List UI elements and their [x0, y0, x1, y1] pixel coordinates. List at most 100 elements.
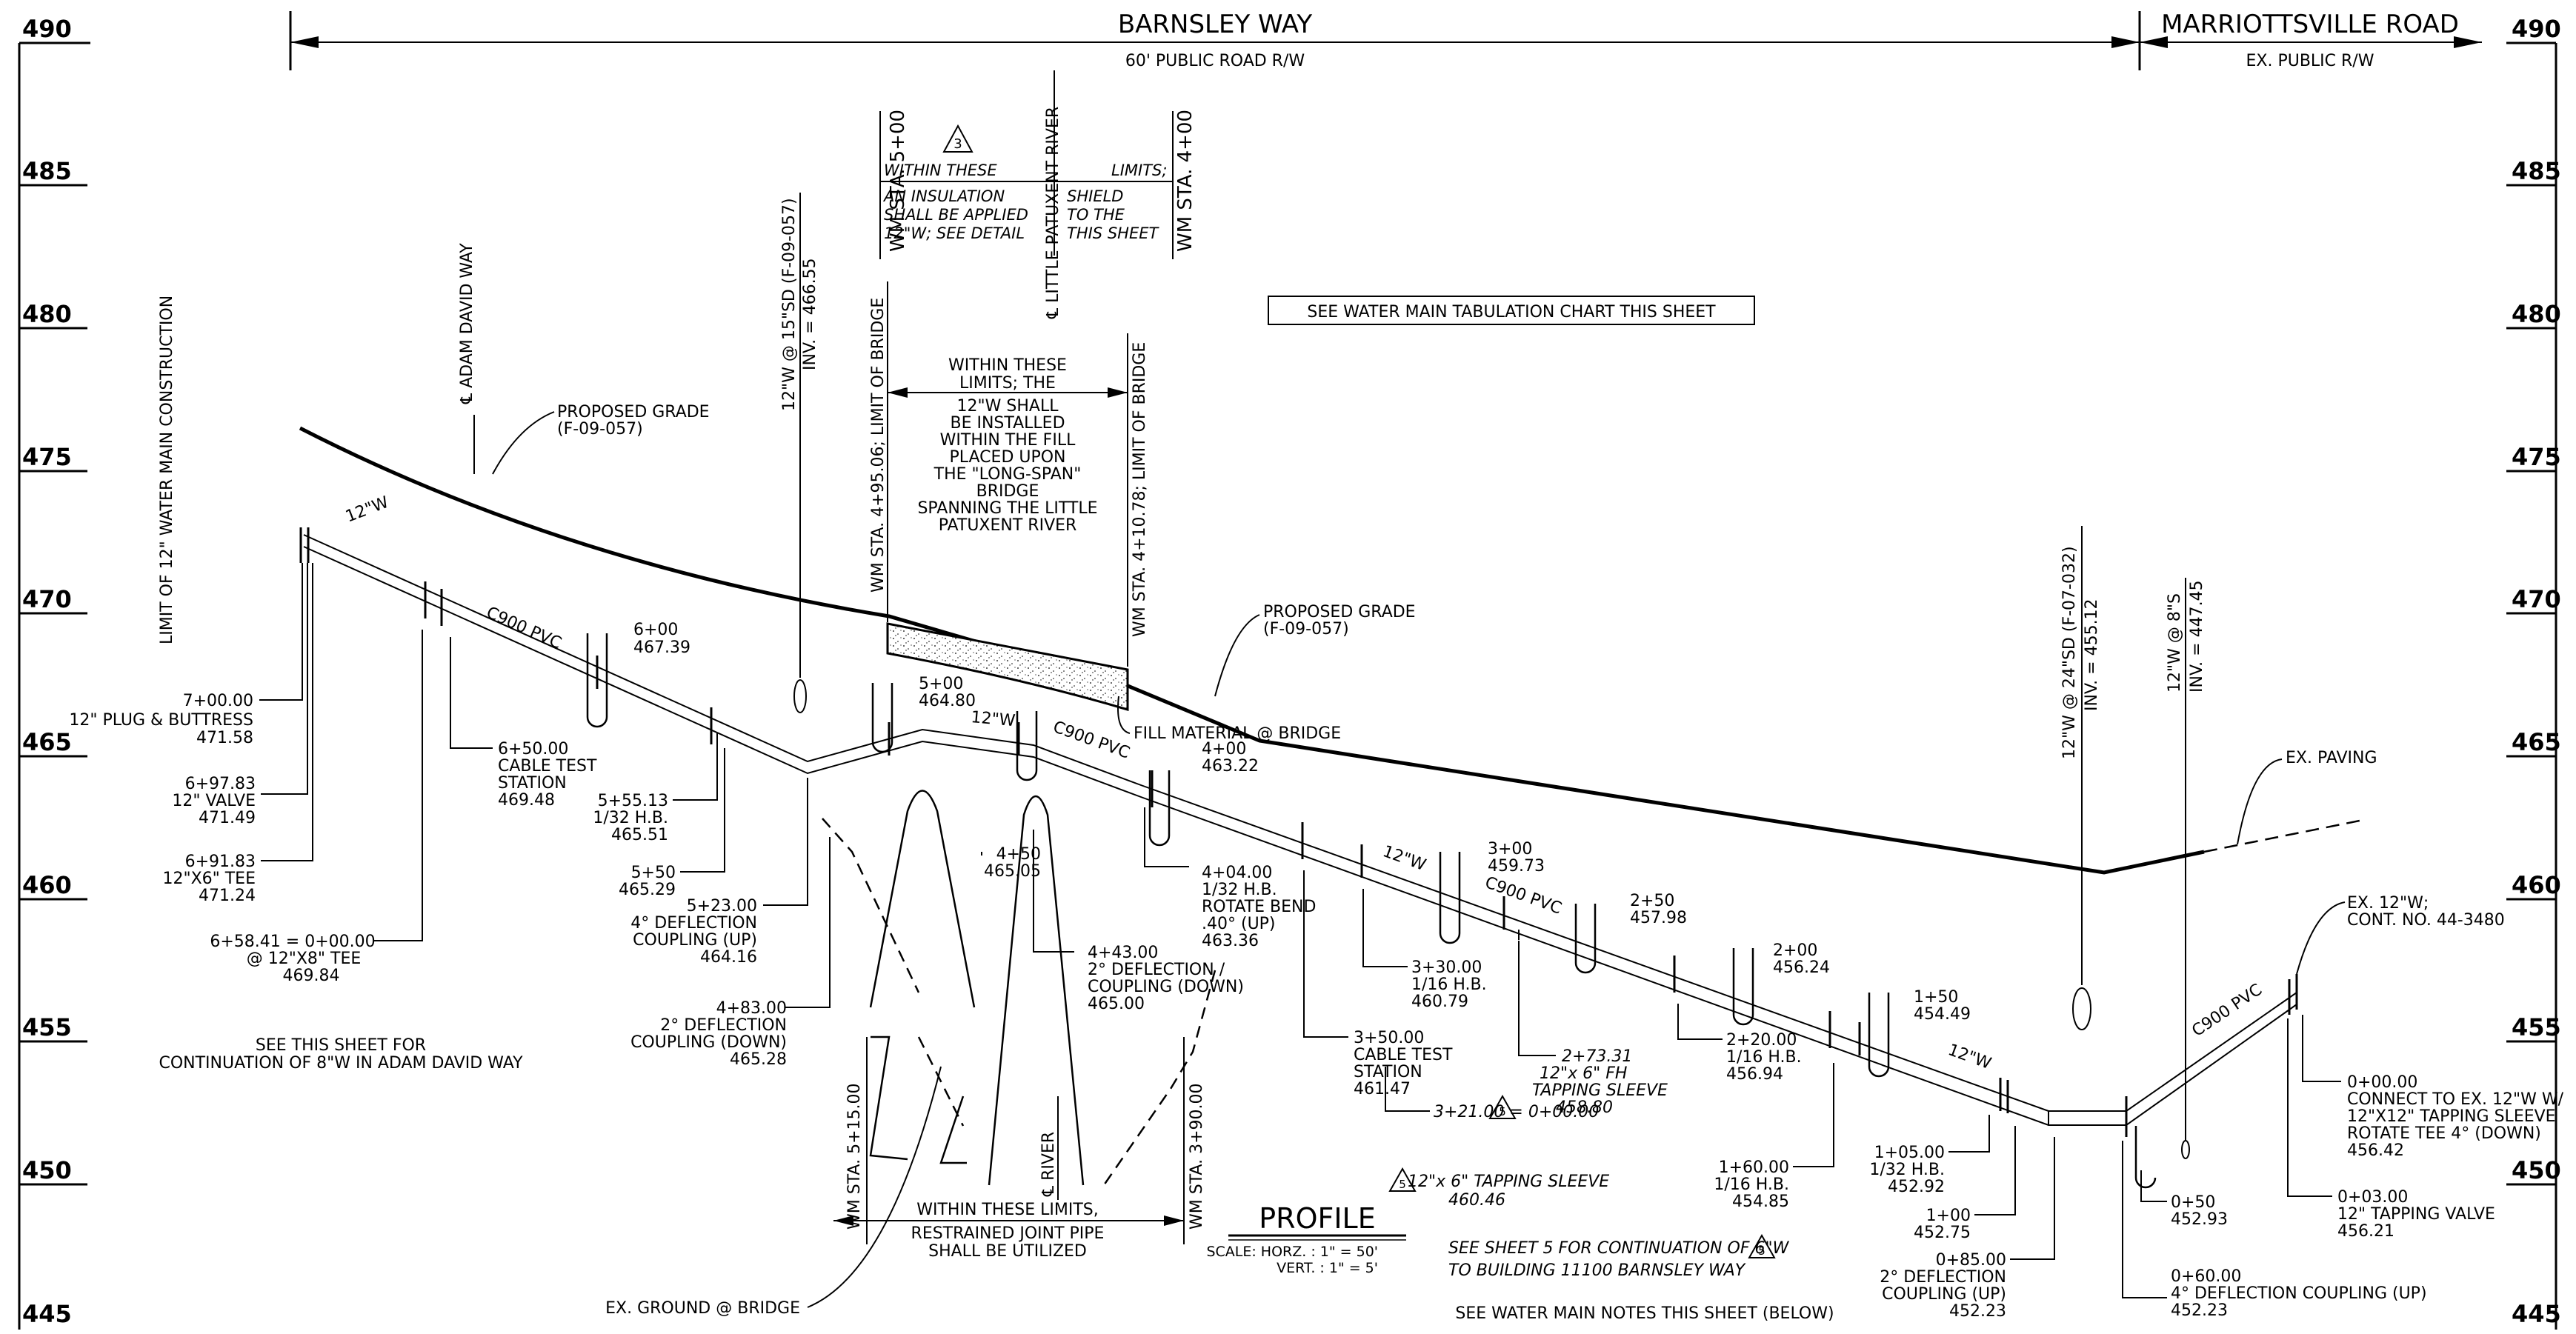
culvert-far-label: 12"W @ 8"S: [2166, 593, 2184, 693]
station-callouts: 7+00.00 12" PLUG & BUTTRESS 471.58 6+97.…: [69, 621, 2563, 1321]
station-loops: [586, 633, 2157, 1189]
loop-s150: [1868, 993, 1890, 1078]
station-text: 4° DEFLECTION: [630, 914, 757, 933]
wm-station-label: WM STA. 5+00: [887, 110, 909, 252]
culvert-right-label: 12"W @ 24"SD (F-07-032): [2060, 546, 2079, 759]
loop-s400: [1148, 770, 1171, 847]
note-line: LIMITS; THE: [959, 374, 1056, 393]
existing-ground-line: [822, 818, 1217, 1186]
station-text: 12"X6" TEE: [162, 870, 256, 888]
station-text: 1+50: [1914, 988, 1958, 1007]
station-text: 1/32 H.B.: [1869, 1161, 1945, 1179]
station-text: 463.22: [1202, 757, 1259, 776]
station-text: STATION: [498, 774, 567, 793]
culvert-far: [2181, 1140, 2190, 1159]
callout-s400: 4+00 463.22: [1202, 740, 1259, 776]
callout-s450: 4+50 465.05: [984, 845, 1041, 881]
reference-lines: [473, 70, 1185, 1244]
station-text: 469.48: [498, 791, 555, 810]
station-text: 2+50: [1630, 892, 1674, 910]
note-line: AN INSULATION: [882, 187, 1005, 205]
culverts: [793, 193, 2190, 1159]
station-text: 4+83.00: [716, 999, 787, 1018]
culvert-right-invert: INV. = 455.12: [2083, 598, 2101, 711]
station-text: 471.24: [199, 887, 256, 905]
callout-s658: 6+58.41 = 0+00.00 @ 12"X8" TEE 469.84: [210, 933, 375, 985]
note-line: RESTRAINED JOINT PIPE: [911, 1224, 1105, 1243]
elev-label-left: 465: [22, 728, 72, 756]
station-text: 0+50: [2171, 1193, 2215, 1212]
note-line: SHALL BE APPLIED: [884, 206, 1028, 224]
loop-s500: [871, 683, 893, 753]
river-centerline: ℄ RIVER: [1039, 1132, 1058, 1197]
long-span-note: WITHIN THESE LIMITS; THE 12"W SHALL BE I…: [917, 356, 1097, 535]
loop-s200: [1732, 948, 1754, 1026]
station-text: 1/16 H.B.: [1714, 1175, 1789, 1194]
station-text: 458.80: [1556, 1098, 1613, 1117]
station-text: 0+03.00: [2337, 1188, 2408, 1207]
station-text: 0+85.00: [1936, 1251, 2006, 1270]
elev-label-right: 460: [2512, 871, 2561, 899]
station-text: 12"x 6" FH: [1540, 1064, 1627, 1083]
elev-label-right: 455: [2512, 1013, 2561, 1041]
station-text: 454.49: [1914, 1005, 1971, 1024]
station-text: 5+23.00: [687, 897, 757, 916]
pipe-material-label: C900 PVC: [2189, 981, 2266, 1041]
elev-label-left: 450: [22, 1156, 72, 1184]
little-patuxent-centerline: ℄ LITTLE PATUXENT RIVER: [1044, 107, 1062, 319]
scale-horizontal: SCALE: HORZ. : 1" = 50': [1206, 1244, 1378, 1260]
bridge-fill-material: [886, 622, 1129, 712]
station-text: 465.51: [611, 826, 668, 844]
station-text: 5+00: [919, 675, 963, 693]
station-text: 459.73: [1488, 857, 1545, 876]
station-text: 461.47: [1354, 1080, 1411, 1098]
station-text: 463.36: [1202, 932, 1259, 950]
note-line: BRIDGE: [976, 482, 1039, 501]
callout-s003: 0+03.00 12" TAPPING VALVE 456.21: [2337, 1188, 2495, 1241]
station-text: ROTATE BEND: [1202, 898, 1316, 916]
station-text: 1/32 H.B.: [593, 809, 668, 827]
station-text: 12" VALVE: [172, 792, 256, 810]
ex-ground-label: EX. GROUND @ BRIDGE: [605, 1299, 800, 1318]
station-text: 3+30.00: [1411, 958, 1482, 977]
scale-vertical: VERT. : 1" = 5': [1277, 1260, 1378, 1276]
station-text: @ 12"X8" TEE: [247, 950, 362, 968]
callout-s160: 1+60.00 1/16 H.B. 454.85: [1714, 1158, 1789, 1211]
station-text: 452.75: [1914, 1224, 1971, 1242]
elevation-scale: 490 485 480 475 470 465 460 455 450 445 …: [18, 15, 2561, 1330]
note-line: WITHIN THE FILL: [940, 431, 1076, 450]
revision-tag: 3: [953, 136, 962, 152]
callout-s105: 1+05.00 1/32 H.B. 452.92: [1869, 1144, 1945, 1196]
station-text: 465.28: [730, 1050, 787, 1069]
note-line: SEE SHEET 5 FOR CONTINUATION OF 6"W: [1448, 1239, 1790, 1258]
station-leaders: [259, 563, 2341, 1298]
water-main-notes-ref: SEE WATER MAIN NOTES THIS SHEET (BELOW): [1455, 1304, 1834, 1323]
fill-material-label: FILL MATERIAL @ BRIDGE: [1134, 724, 1341, 743]
restrained-joint-note: WITHIN THESE LIMITS, RESTRAINED JOINT PI…: [911, 1201, 1105, 1261]
callout-s500: 5+00 464.80: [919, 675, 976, 710]
elev-label-left: 460: [22, 871, 72, 899]
insulation-note: 3 WITHIN THESE AN INSULATION SHALL BE AP…: [882, 124, 1167, 242]
wm-station-limit-bridge: WM STA. 4+95.06; LIMIT OF BRIDGE: [869, 298, 888, 593]
culvert-right: [2072, 987, 2091, 1030]
note-line: TO BUILDING 11100 BARNSLEY WAY: [1448, 1261, 1746, 1280]
pipe-size-label: 12"W: [1946, 1041, 1994, 1073]
loop-s600: [586, 633, 608, 728]
callout-s350: 3+50.00 CABLE TEST STATION 461.47: [1354, 1029, 1453, 1098]
note-line: 12"W SHALL: [957, 397, 1059, 416]
station-text: 452.23: [1949, 1302, 2006, 1321]
pipe-size-label: 12"W: [343, 493, 391, 527]
profile-title-block: PROFILE SCALE: HORZ. : 1" = 50' VERT. : …: [1206, 1202, 1406, 1276]
ex-main-label: CONT. NO. 44-3480: [2347, 911, 2505, 930]
station-text: 1/16 H.B.: [1411, 976, 1487, 994]
station-text: 6+58.41 = 0+00.00: [210, 933, 375, 951]
road-row-right: EX. PUBLIC R/W: [2246, 52, 2374, 70]
station-text: 4+00: [1202, 740, 1246, 758]
pier-right: [988, 796, 1085, 1186]
header: BARNSLEY WAY 60' PUBLIC ROAD R/W MARRIOT…: [289, 10, 2482, 70]
station-text: 471.49: [199, 809, 256, 827]
callout-s050: 0+50 452.93: [2171, 1193, 2228, 1229]
station-text: 6+00: [633, 621, 678, 639]
elev-label-right: 480: [2512, 300, 2561, 328]
